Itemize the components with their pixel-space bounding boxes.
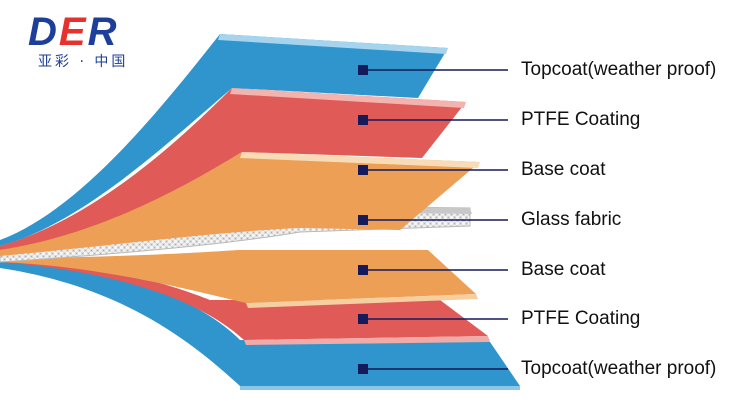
leader-marker (358, 364, 368, 374)
layer-ptfe-bottom-edge (244, 336, 490, 345)
layer-basecoat-top (0, 152, 480, 256)
leader-marker (358, 165, 368, 175)
logo-wordmark: DER (28, 10, 118, 54)
leader-marker (358, 115, 368, 125)
logo-subtitle: 亚彩 · 中国 (38, 54, 129, 70)
label-ptfe-bottom: PTFE Coating (521, 308, 641, 329)
layer-topcoat-top-edge (218, 34, 448, 54)
layer-topcoat-top (0, 34, 448, 246)
label-ptfe-top: PTFE Coating (521, 109, 641, 130)
logo-letter: R (87, 10, 119, 54)
label-basecoat-top: Base coat (521, 159, 606, 180)
label-glass-fabric: Glass fabric (521, 209, 622, 230)
leader-lines (358, 65, 508, 374)
label-topcoat-top: Topcoat(weather proof) (521, 59, 717, 80)
label-topcoat-bottom: Topcoat(weather proof) (521, 358, 717, 379)
leader-marker (358, 314, 368, 324)
layer-topcoat-bottom-edge (240, 386, 520, 390)
layer-basecoat-top-edge (240, 152, 480, 168)
leader-marker (358, 65, 368, 75)
logo-letter: D (28, 10, 59, 54)
leader-marker (358, 265, 368, 275)
layer-basecoat-bottom (0, 250, 476, 303)
leader-marker (358, 215, 368, 225)
logo-letter: E (58, 10, 88, 54)
layer-topcoat-bottom (0, 255, 520, 386)
company-logo: DER 亚彩 · 中国 (18, 6, 168, 76)
layer-ptfe-top-edge (230, 88, 466, 108)
label-basecoat-bottom: Base coat (521, 259, 606, 280)
layer-ptfe-top (0, 88, 466, 250)
layer-basecoat-bottom-edge (246, 294, 478, 308)
